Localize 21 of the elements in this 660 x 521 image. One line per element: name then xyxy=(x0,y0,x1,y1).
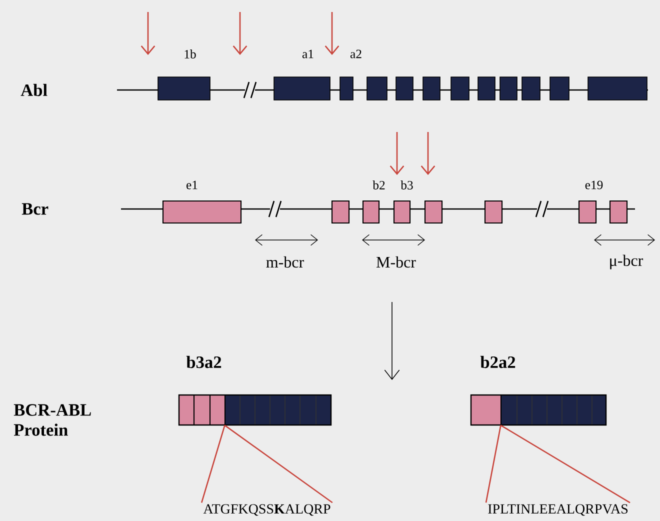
region-label: μ-bcr xyxy=(610,254,644,270)
exon-label: e1 xyxy=(186,180,198,190)
region-label: m-bcr xyxy=(266,256,304,268)
exon-label: a1 xyxy=(302,50,314,58)
gene-name: Bcr xyxy=(22,203,48,215)
leader-line xyxy=(224,424,333,504)
fusion-label: b2a2 xyxy=(480,356,516,368)
leader-line xyxy=(200,425,226,503)
exon-label: a2 xyxy=(350,50,362,58)
exon-label: b2 xyxy=(372,180,385,190)
exon-label: 1b xyxy=(184,50,196,58)
fusion-label: b3a2 xyxy=(186,356,222,368)
exon-label: b3 xyxy=(400,180,413,190)
exon-label: e19 xyxy=(585,180,603,190)
leader-line xyxy=(500,424,630,504)
gene-name: Abl xyxy=(20,84,48,96)
region-label: M-bcr xyxy=(376,256,416,268)
leader-line xyxy=(485,425,502,503)
sequence-text: ATGFKQSSKALQRP xyxy=(203,504,330,516)
sequence-text: IPLTINLEEALQRPVAS xyxy=(488,504,628,516)
row-label: BCR-ABL Protein xyxy=(14,404,91,436)
